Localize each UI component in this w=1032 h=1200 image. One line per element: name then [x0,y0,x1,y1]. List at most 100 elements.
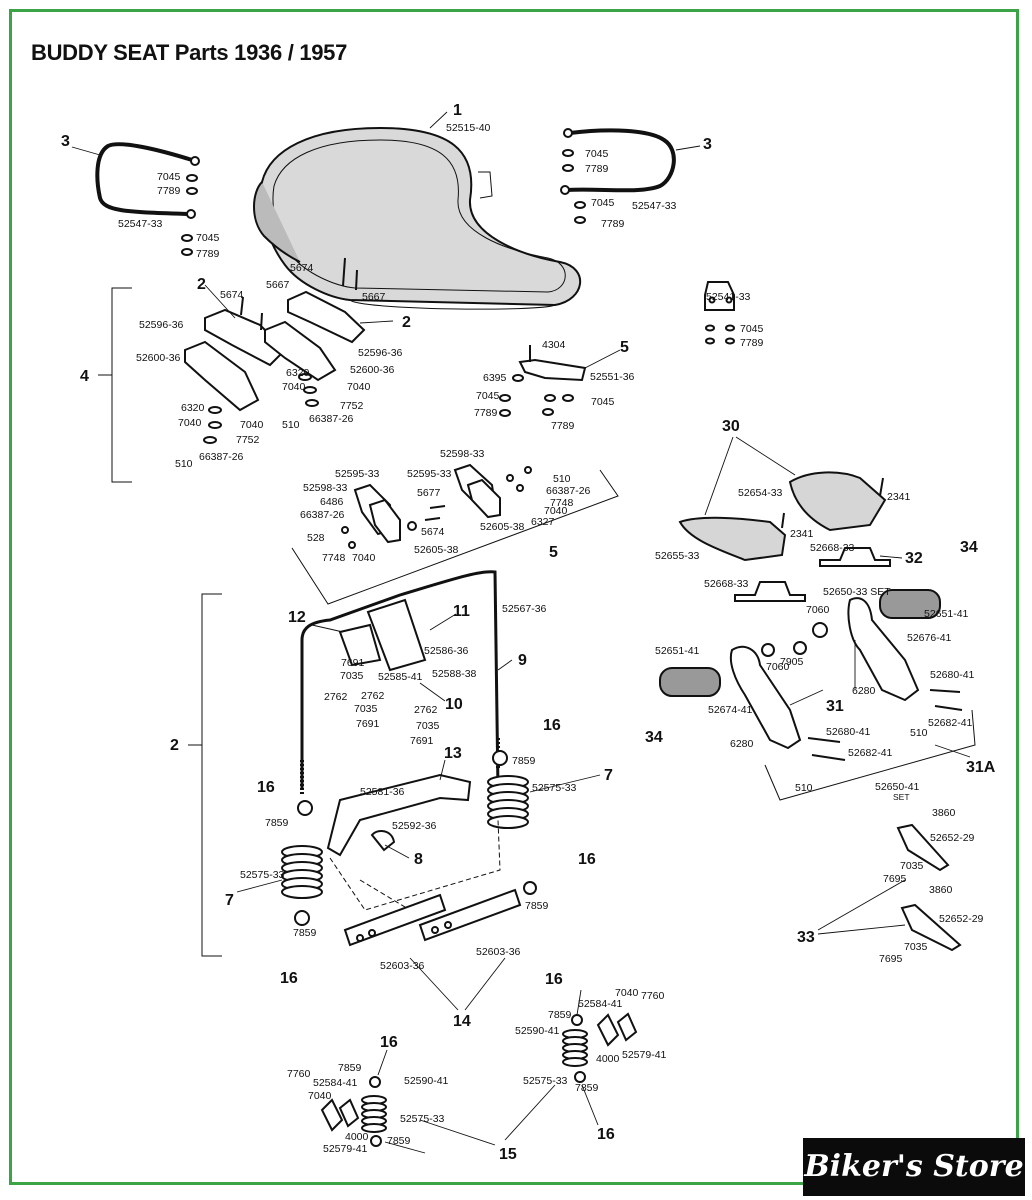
pn-52515-40: 52515-40 [446,122,491,134]
pn-7695: 7695 [879,953,903,965]
pn-52605-38: 52605-38 [480,521,525,533]
pn-52600-36: 52600-36 [350,364,395,376]
pn-52579-41: 52579-41 [323,1143,368,1155]
callout-2-mid: 2 [402,314,411,331]
callout-16-f: 16 [380,1034,398,1051]
pn-52682-41: 52682-41 [928,717,973,729]
pn-7760: 7760 [287,1068,311,1080]
pn-52567-36: 52567-36 [502,603,547,615]
pn-7045: 7045 [740,323,764,335]
pn-52654-33: 52654-33 [738,487,783,499]
pn-7789: 7789 [585,163,609,175]
heel-rest-33 [817,823,962,952]
pn-52547-33: 52547-33 [118,218,163,230]
pn-7040: 7040 [544,505,568,517]
pn-6395: 6395 [483,372,507,384]
pn-7859: 7859 [575,1082,599,1094]
pn-2762: 2762 [324,691,348,703]
pn-52592-36: 52592-36 [392,820,437,832]
pn-510: 510 [910,727,928,739]
pn-7859: 7859 [265,817,289,829]
callout-13: 13 [444,745,462,762]
pn-6320: 6320 [286,367,310,379]
right-spring [487,775,529,829]
callout-2-frame: 2 [170,737,179,754]
pn-4000: 4000 [596,1053,620,1065]
pn-5674: 5674 [421,526,445,538]
footpeg-assembly [659,589,976,801]
lower-right-spring [562,1012,638,1083]
pn-52584-41: 52584-41 [313,1077,358,1089]
pn-52590-41: 52590-41 [515,1025,560,1037]
pn-510: 510 [795,782,813,794]
pn-7789: 7789 [157,185,181,197]
pn-7859: 7859 [338,1062,362,1074]
pn-52605-38: 52605-38 [414,544,459,556]
pn-52674-41: 52674-41 [708,704,753,716]
pn-52579-41: 52579-41 [622,1049,667,1061]
callout-2-top: 2 [197,276,206,293]
footboards-30 [678,436,887,562]
pn-66387-26: 66387-26 [546,485,591,497]
pn-6320: 6320 [181,402,205,414]
pn-7789: 7789 [196,248,220,260]
callout-14: 14 [453,1013,471,1030]
clamps-32 [734,547,903,602]
callout-1: 1 [453,102,462,119]
callout-11: 11 [453,603,470,620]
pn-528: 528 [307,532,325,544]
pn-52588-38: 52588-38 [432,668,477,680]
bracket-group-4 [98,284,394,483]
callout-3-right: 3 [703,136,712,153]
pn-52603-36: 52603-36 [476,946,521,958]
pn-52655-33: 52655-33 [655,550,700,562]
pn-7035: 7035 [340,670,364,682]
pn-52598-33: 52598-33 [303,482,348,494]
pn-7060: 7060 [806,604,830,616]
pn-7691: 7691 [410,735,434,747]
callout-9: 9 [518,652,527,669]
pn-7060: 7060 [766,661,790,673]
pn-7760: 7760 [641,990,665,1002]
pn-7859: 7859 [387,1135,411,1147]
page-title: BUDDY SEAT Parts 1936 / 1957 [31,40,348,65]
pn-6327: 6327 [531,516,555,528]
callout-12: 12 [288,609,306,626]
pn-52596-36: 52596-36 [139,319,184,331]
clip-52541-33 [704,281,735,345]
pn-2341: 2341 [887,491,911,503]
pn-7748: 7748 [550,497,574,509]
pn-7045: 7045 [157,171,181,183]
pn-7859: 7859 [512,755,536,767]
pn-52676-41: 52676-41 [907,632,952,644]
callout-3-left: 3 [61,133,70,150]
pn-7045: 7045 [585,148,609,160]
pn-7045: 7045 [476,390,500,402]
pn-510: 510 [553,473,571,485]
callout-5-hinge: 5 [549,544,558,561]
pn-5677: 5677 [417,487,441,499]
pn-7035: 7035 [904,941,928,953]
pn-52575-33: 52575-33 [240,869,285,881]
pn-6486: 6486 [320,496,344,508]
callout-5-top: 5 [620,339,629,356]
pn-52575-33: 52575-33 [523,1075,568,1087]
pn-510: 510 [282,419,300,431]
right-seat-handle [560,128,701,195]
pn-7045: 7045 [196,232,220,244]
pn-52598-33: 52598-33 [440,448,485,460]
pn-7040: 7040 [240,419,264,431]
diagram-border [9,9,1019,1185]
spring-assembly-15 [320,989,638,1154]
pn-52603-36: 52603-36 [380,960,425,972]
callout-34-right: 34 [960,539,978,556]
callout-30: 30 [722,418,740,435]
callout-numbers: 1 3 3 2 2 4 5 5 30 32 34 12 11 9 10 2 16… [61,102,996,1163]
pn-3860: 3860 [929,884,953,896]
pn-2762: 2762 [414,704,438,716]
callout-7-left: 7 [225,892,234,909]
pn-66387-26: 66387-26 [300,509,345,521]
pn-7040: 7040 [178,417,202,429]
pn-52651-41: 52651-41 [655,645,700,657]
callout-10: 10 [445,696,463,713]
